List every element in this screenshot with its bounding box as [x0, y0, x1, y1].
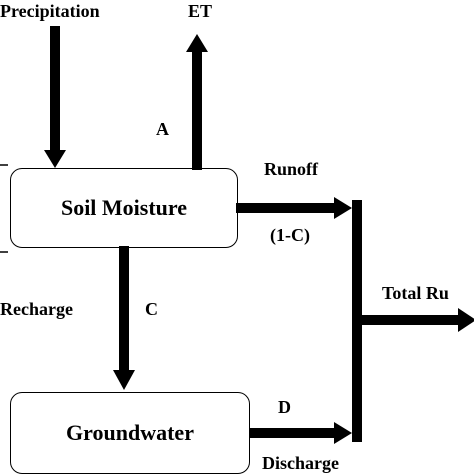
- precipitation-arrow-head: [44, 150, 66, 168]
- discharge-arrow-head: [334, 422, 352, 444]
- soil-moisture-label: Soil Moisture: [60, 195, 188, 220]
- runoff-label: Runoff: [264, 159, 319, 179]
- one-minus-c-label: (1-C): [270, 225, 310, 245]
- discharge-label: Discharge: [262, 453, 339, 473]
- total-runoff-arrow-shaft: [362, 315, 460, 325]
- total-runoff-arrow-head: [458, 308, 474, 332]
- discharge-arrow-shaft: [250, 428, 336, 438]
- runoff-arrow-shaft: [236, 203, 336, 213]
- runoff-arrow-head: [334, 197, 352, 219]
- c-label: C: [145, 299, 158, 319]
- recharge-label: Recharge: [0, 299, 73, 319]
- groundwater-box: Groundwater: [10, 392, 250, 474]
- total-runoff-label: Total Ru: [382, 283, 449, 303]
- collector-bar: [352, 200, 362, 442]
- precipitation-arrow-shaft: [50, 26, 60, 152]
- recharge-arrow-shaft: [119, 246, 129, 372]
- et-arrow-head: [186, 34, 208, 52]
- d-label: D: [278, 397, 291, 417]
- et-label: ET: [188, 1, 213, 21]
- groundwater-label: Groundwater: [66, 420, 194, 445]
- precipitation-label: Precipitation: [0, 1, 100, 21]
- soil-moisture-box: Soil Moisture: [10, 168, 238, 248]
- a-label: A: [156, 119, 169, 139]
- et-arrow-shaft: [192, 50, 202, 170]
- recharge-arrow-head: [113, 370, 135, 390]
